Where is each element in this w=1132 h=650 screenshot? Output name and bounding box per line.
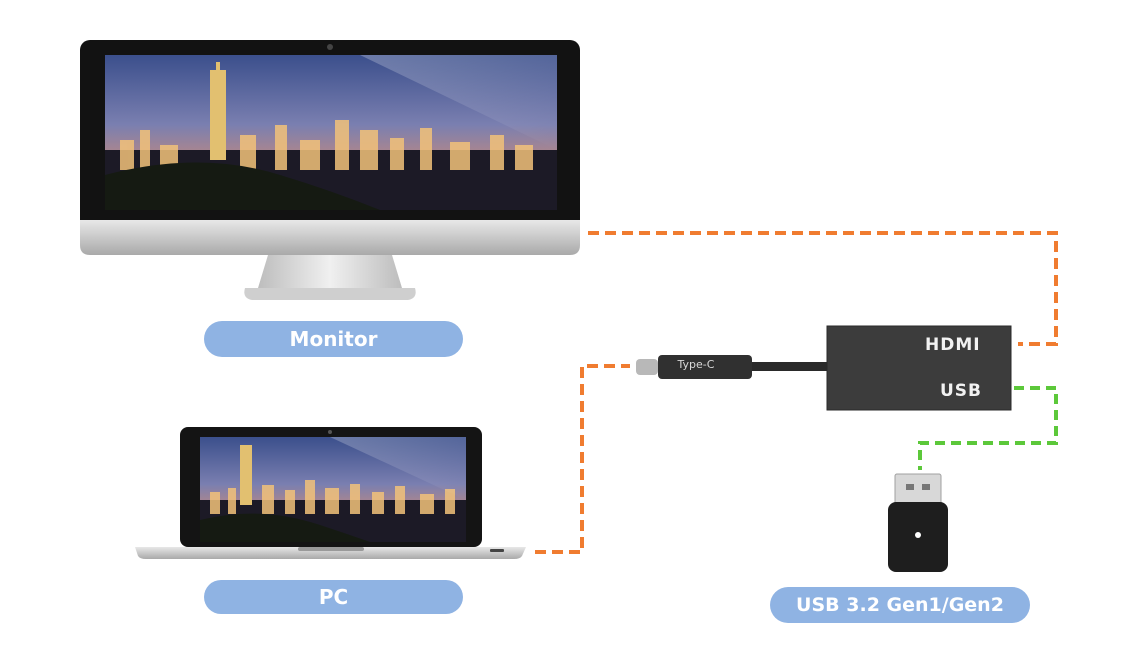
usb-device-label: USB 3.2 Gen1/Gen2 [770,587,1030,623]
hdmi-connection-line [588,231,1058,346]
pc-label: PC [204,580,463,614]
laptop-illustration [135,427,526,559]
monitor-illustration [80,40,580,300]
pc-connection-line [535,364,630,554]
adapter-illustration [636,325,1012,411]
type-c-connector-label: Type-C [677,358,715,371]
monitor-label: Monitor [204,321,463,357]
hdmi-port-label: HDMI [925,335,981,355]
usb-connection-line [918,386,1058,470]
usb-drive-illustration [888,473,948,572]
usb-port-label: USB [940,381,983,401]
